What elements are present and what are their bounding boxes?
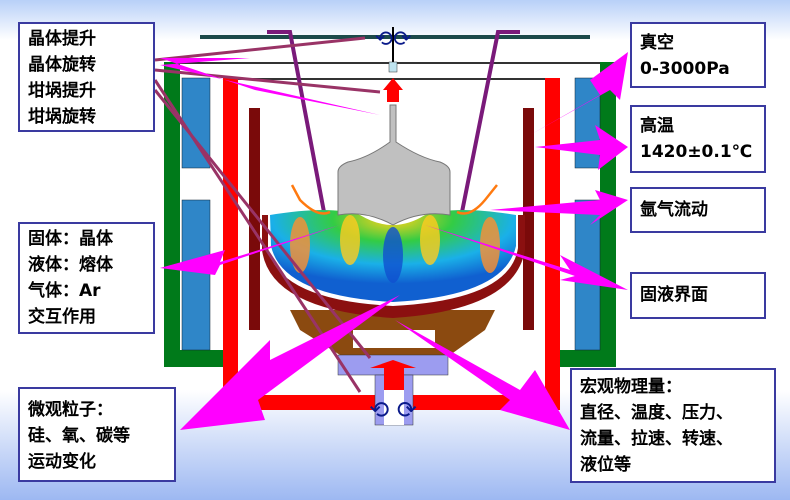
left-heater (223, 78, 238, 410)
crystal (337, 104, 451, 226)
operations-box: 晶体提升 晶体旋转 坩埚提升 坩埚旋转 (18, 22, 155, 132)
highlight-arrows (160, 52, 628, 430)
left-shield (249, 108, 260, 330)
operation-crucible-lift: 坩埚提升 (28, 81, 96, 101)
temperature-box: 高温 1420±0.1℃ (630, 105, 766, 173)
left-coil (181, 77, 211, 351)
argon-flow-right-icon (456, 184, 498, 215)
operation-crystal-lift: 晶体提升 (28, 29, 96, 49)
right-heater (545, 78, 560, 410)
left-heat-shield (267, 30, 326, 213)
argon-flow-left-icon (290, 184, 331, 215)
interface-box: 固液界面 (630, 272, 766, 319)
macro-line-3: 流量、拉速、转速、 (580, 429, 733, 449)
crystal-rotate-icon: ⟲⟳ (375, 27, 412, 52)
operation-crystal-rotate: 晶体旋转 (28, 55, 96, 75)
macro-line-1: 宏观物理量： (580, 377, 682, 397)
vacuum-range: 0-3000Pa (640, 59, 730, 79)
macro-line-4: 液位等 (580, 455, 631, 475)
phase-interaction: 交互作用 (28, 307, 96, 327)
phase-solid: 固体：晶体 (28, 229, 113, 249)
crucible-rotate-icon: ⟲ ⟳ (369, 396, 417, 424)
crystal-lift-arrow-icon (383, 78, 403, 102)
right-shield (523, 108, 534, 330)
temperature-value: 1420±0.1℃ (640, 142, 753, 162)
argon-label: 氩气流动 (640, 200, 708, 220)
argon-box: 氩气流动 (630, 187, 766, 233)
vacuum-label: 真空 (640, 33, 674, 53)
micro-line-2: 硅、氧、碳等 (28, 426, 130, 446)
vacuum-box: 真空 0-3000Pa (630, 22, 766, 88)
phase-gas: 气体：Ar (28, 281, 101, 301)
right-heat-shield (460, 30, 520, 213)
operation-crucible-rotate: 坩埚旋转 (28, 107, 96, 127)
micro-line-3: 运动变化 (28, 452, 96, 472)
micro-line-1: 微观粒子： (28, 400, 113, 420)
left-insulation (164, 62, 180, 367)
temperature-label: 高温 (640, 116, 674, 136)
macro-box: 宏观物理量： 直径、温度、压力、 流量、拉速、转速、 液位等 (570, 368, 776, 483)
interface-label: 固液界面 (640, 285, 708, 305)
phase-liquid: 液体：熔体 (28, 255, 113, 275)
crucible-lift-arrow-icon (370, 360, 416, 390)
phases-box: 固体：晶体 液体：熔体 气体：Ar 交互作用 (18, 222, 155, 334)
macro-line-2: 直径、温度、压力、 (580, 403, 733, 423)
top-plate (200, 35, 590, 39)
micro-box: 微观粒子： 硅、氧、碳等 运动变化 (18, 387, 176, 482)
